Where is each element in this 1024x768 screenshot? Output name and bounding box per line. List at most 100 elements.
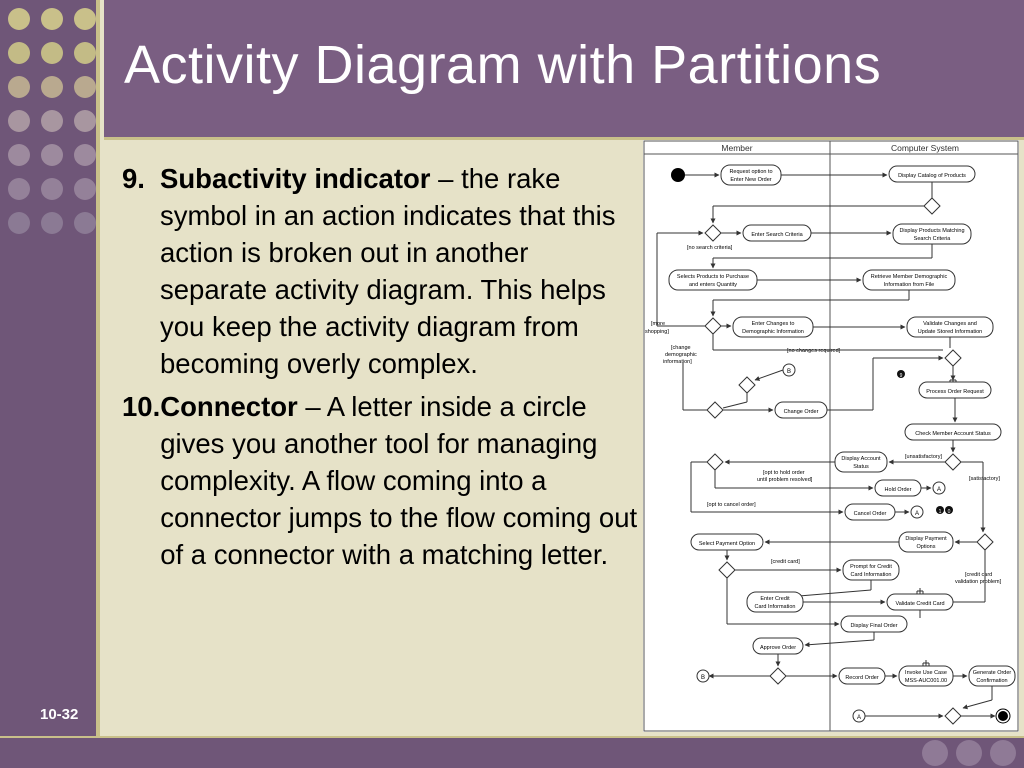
action-label: and enters Quantity [689,282,737,288]
lane-header-computer-system: Computer System [891,143,959,153]
rake-icon [916,588,924,594]
action-label: Demographic Information [742,329,804,335]
initial-node [671,168,685,182]
activity-diagram: Member Computer System Request option to… [643,140,1019,732]
action-label: Hold Order [885,487,912,493]
decision-node [706,453,724,471]
decorative-dot [41,8,63,30]
action-label: Check Member Account Status [915,431,991,437]
action-label: Display Payment [905,536,947,542]
action-label: Approve Order [760,645,796,651]
footer-accent-line [0,736,1024,738]
title-accent-line [104,137,1024,140]
item-separator: – [430,163,462,194]
item-text: rake symbol in an action indicates that … [160,163,616,379]
slide-title: Activity Diagram with Partitions [124,35,882,95]
guard-label: [more [651,321,665,327]
item-number: 9. [122,163,145,194]
action-label: Prompt for Credit [850,564,892,570]
merge-node [976,533,994,551]
guard-label: until problem resolved] [757,477,813,483]
decorative-dot [41,42,63,64]
guard-label: [credit card [965,572,992,578]
action-label: Validate Credit Card [895,601,944,607]
footer-dot [956,740,982,766]
item-number: 10. [122,391,161,422]
decision-node [706,401,724,419]
connector-label: A [857,715,861,721]
decorative-dot [41,212,63,234]
list-item: 10. Connector – A letter inside a circle… [122,388,642,573]
action-label: Record Order [845,675,878,681]
merge-node [738,376,756,394]
guard-label: [no search criteria] [687,245,733,251]
guard-label: [no changes required] [787,348,841,354]
action-label: Confirmation [976,678,1007,684]
decorative-dot [8,76,30,98]
final-node-core [998,711,1008,721]
decorative-dot [41,110,63,132]
decorative-dot [74,42,96,64]
decision-node [704,317,722,335]
rake-icon [922,660,930,666]
guard-label: information] [663,359,692,365]
action-label: Cancel Order [854,511,887,517]
decorative-dot [8,8,30,30]
guard-label: [unsatisfactory] [905,454,942,460]
item-text-start: A letter inside a [326,391,515,422]
decorative-dot [74,8,96,30]
guard-label: [opt to cancel order] [707,502,756,508]
guard-label: validation problem] [955,579,1002,585]
guard-label: [change [671,345,691,351]
action-label: Status [853,464,869,470]
connector-label: A [915,511,919,517]
connector-label: B [701,675,705,681]
decorative-dot [74,76,96,98]
action-label: Enter Credit [760,596,790,602]
footer-dot [990,740,1016,766]
merge-node [944,349,962,367]
decorative-dot [74,212,96,234]
footer-bar [0,738,1024,768]
action-label: Display Products Matching [899,228,964,234]
marker-label: 9 [900,373,903,379]
merge-node [704,224,722,242]
action-label: Enter Search Criteria [751,232,803,238]
decorative-dot [74,110,96,132]
marker-ten [936,506,944,514]
list-item: 9. Subactivity indicator – the rake symb… [122,160,642,382]
action-label: Invoke Use Case [905,670,947,676]
action-label: Validate Changes and [923,321,977,327]
decorative-dot [8,144,30,166]
action-label: Enter Changes to [752,321,795,327]
action-label: Card Information [755,604,796,610]
decision-node [944,453,962,471]
action-label: Display Account [841,456,881,462]
action-label: Display Catalog of Products [898,173,966,179]
action-label: MSS-AUC001.00 [905,678,947,684]
action-label: Display Final Order [850,623,897,629]
marker-nine [897,370,905,378]
decorative-dot-grid [0,0,100,260]
action-label: Enter New Order [730,177,771,183]
slide-number: 10-32 [40,706,79,723]
guard-label: [satisfactory] [969,476,1000,482]
action-label: Change Order [784,409,819,415]
connector-label: B [787,369,791,375]
rake-icon [949,376,957,382]
decorative-dot [74,144,96,166]
connector-a [910,505,924,519]
footer-dot [922,740,948,766]
action-label: Request option to [729,169,772,175]
guard-label: shopping] [645,329,669,335]
action-label: Information from File [884,282,934,288]
merge-node [944,707,962,725]
guard-label: [opt to hold order [763,470,805,476]
bullet-list: 9. Subactivity indicator – the rake symb… [122,160,642,573]
decorative-dot [8,42,30,64]
marker-label: 0 [948,509,951,515]
decision-node [718,561,736,579]
decision-node [923,197,941,215]
decorative-dot [41,76,63,98]
action-label: Selects Products to Purchase [677,274,749,280]
